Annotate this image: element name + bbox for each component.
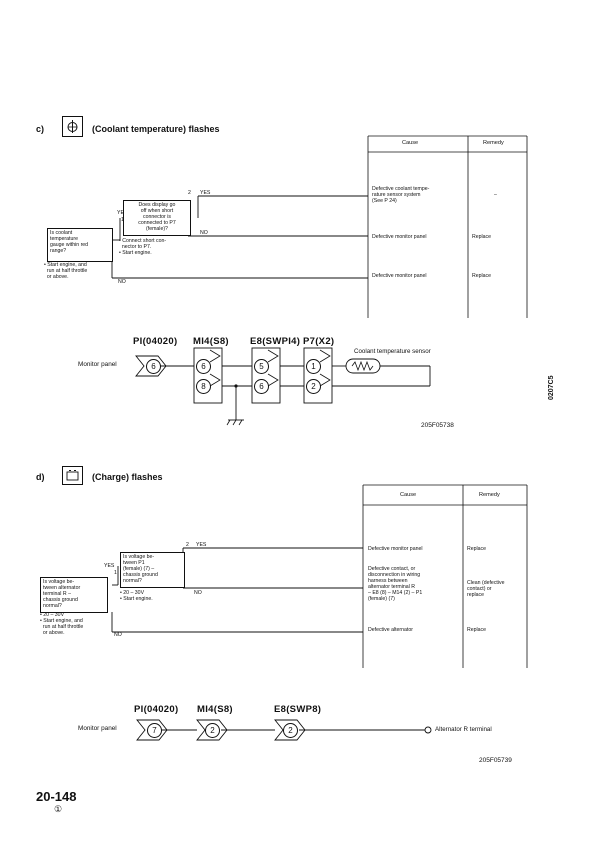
remedy-c-3: Replace (472, 273, 492, 279)
pin-m14-2: 2 (205, 723, 220, 738)
cause-c-2: Defective monitor panel (372, 234, 427, 240)
cause-c-3: Defective monitor panel (372, 273, 427, 279)
remedy-d-2: Clean (defective contact) or replace (467, 580, 505, 598)
q2-note-c: • Connect short con- nector to P7. • Sta… (119, 238, 167, 256)
cause-header-c: Cause (402, 140, 419, 146)
q1-no-d: NO (114, 632, 122, 638)
pin-m14-6: 6 (196, 359, 211, 374)
section-c-letter: c) (36, 124, 45, 134)
section-d-title: (Charge) flashes (92, 472, 163, 482)
remedy-c-2: Replace (472, 234, 492, 240)
q2-yes-d: YES (196, 542, 207, 548)
q1-note-d: • 20 – 30V • Start engine, and run at ha… (40, 612, 84, 636)
question-2-c: Does display go off when short connector… (123, 200, 191, 236)
connector-m14-d: MI4(S8) (197, 704, 233, 715)
q2-yes-c: YES (200, 190, 211, 196)
connector-m14-c: MI4(S8) (193, 336, 229, 347)
pin-m14-8: 8 (196, 379, 211, 394)
side-code: 0207C5 (548, 375, 555, 400)
pin-p7-1: 1 (306, 359, 321, 374)
connector-p1-c: PI(04020) (133, 336, 178, 347)
cause-d-2: Defective contact, or disconnection in w… (368, 566, 423, 602)
coolant-temperature-icon (62, 116, 83, 137)
q1-yes-d: YES (104, 563, 115, 569)
q2-num-d: 2 (186, 542, 189, 548)
section-c-title: (Coolant temperature) flashes (92, 124, 220, 134)
connector-p1-d: PI(04020) (134, 704, 179, 715)
remedy-c-1: – (494, 192, 497, 198)
cause-header-d: Cause (400, 492, 417, 498)
pin-p7-2: 2 (306, 379, 321, 394)
q1-num-d: 1 (114, 570, 117, 576)
remedy-d-1: Replace (467, 546, 487, 552)
pin-p1-7: 7 (147, 723, 162, 738)
remedy-header-c: Remedy (483, 140, 504, 146)
figure-number-d: 205F05739 (479, 757, 512, 764)
q1-no-c: NO (118, 279, 126, 285)
cause-d-1: Defective monitor panel (368, 546, 423, 552)
q2-num-c: 2 (188, 190, 191, 196)
page-sub-mark: ① (54, 804, 63, 814)
pin-p1-6: 6 (146, 359, 161, 374)
connector-e8-d: E8(SWP8) (274, 704, 322, 715)
q2-no-c: NO (200, 230, 208, 236)
battery-charge-icon (62, 466, 83, 485)
pin-e8-5: 5 (254, 359, 269, 374)
figure-number-c: 205F05738 (421, 422, 454, 429)
monitor-panel-label-d: Monitor panel (78, 725, 117, 732)
pin-e8-6: 6 (254, 379, 269, 394)
question-1-c: Is coolant temperature gauge within red … (47, 228, 113, 262)
pin-e8-2: 2 (283, 723, 298, 738)
connector-e8-c: E8(SWPI4) (250, 336, 301, 347)
remedy-d-3: Replace (467, 627, 487, 633)
page-number: 20-148 (36, 789, 77, 804)
remedy-header-d: Remedy (479, 492, 500, 498)
sensor-label: Coolant temperature sensor (354, 348, 431, 355)
section-d-letter: d) (36, 472, 45, 482)
q2-no-d: NO (194, 590, 202, 596)
q2-note-d: • 20 – 30V • Start engine. (120, 590, 153, 602)
q1-note-c: • Start engine, and run at half throttle… (44, 262, 88, 280)
question-2-d: Is voltage be- tween P1 (female) (7) – c… (120, 552, 185, 588)
alternator-terminal-label: Alternator R terminal (435, 726, 492, 733)
q1-num-c: 1 (121, 217, 124, 223)
question-1-d: Is voltage be- tween alternator terminal… (40, 577, 108, 613)
cause-c-1: Defective coolant tempe- rature sensor s… (372, 186, 430, 204)
cause-d-3: Defective alternator (368, 627, 413, 633)
monitor-panel-label-c: Monitor panel (78, 361, 117, 368)
connector-p7-c: P7(X2) (303, 336, 335, 347)
q1-yes-c: YES (117, 210, 127, 216)
